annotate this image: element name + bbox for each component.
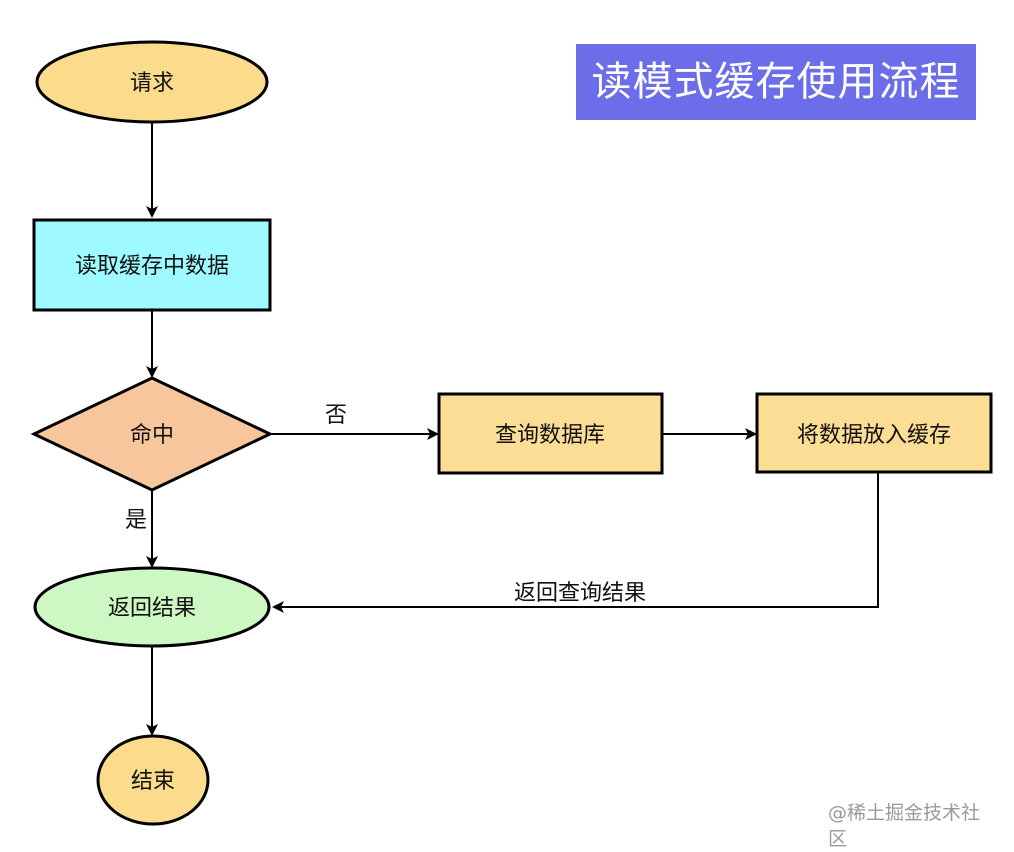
node-end-shape (96, 734, 210, 826)
node-request-shape (35, 40, 269, 124)
node-end-label: 结束 (131, 769, 175, 794)
node-query-db-label: 查询数据库 (495, 423, 605, 448)
node-hit-label: 命中 (130, 423, 174, 448)
node-end: 结束 (96, 734, 210, 826)
node-read-cache-label: 读取缓存中数据 (75, 254, 229, 279)
node-put-cache-shape (755, 392, 993, 474)
node-request-label: 请求 (130, 71, 174, 96)
edge-put-to-return (272, 472, 879, 613)
edge-label-yes: 是 (125, 508, 147, 533)
node-put-cache: 将数据放入缓存 (755, 392, 993, 474)
node-read-cache: 读取缓存中数据 (32, 218, 272, 312)
edge-label-no: 否 (325, 403, 347, 428)
diagram-title: 读模式缓存使用流程 (576, 44, 976, 120)
node-request: 请求 (35, 40, 269, 124)
node-query-db: 查询数据库 (437, 392, 664, 475)
node-read-cache-shape (32, 218, 272, 312)
node-query-db-shape (437, 392, 664, 475)
node-return-result-label: 返回结果 (108, 596, 196, 621)
node-put-cache-label: 将数据放入缓存 (797, 423, 951, 448)
node-hit-shape (30, 376, 274, 492)
node-return-result-shape (33, 566, 271, 648)
watermark: @稀土掘金技术社区 (828, 802, 981, 850)
edge-label-return-query: 返回查询结果 (514, 581, 646, 606)
node-hit: 命中 (30, 376, 274, 492)
node-return-result: 返回结果 (33, 566, 271, 648)
